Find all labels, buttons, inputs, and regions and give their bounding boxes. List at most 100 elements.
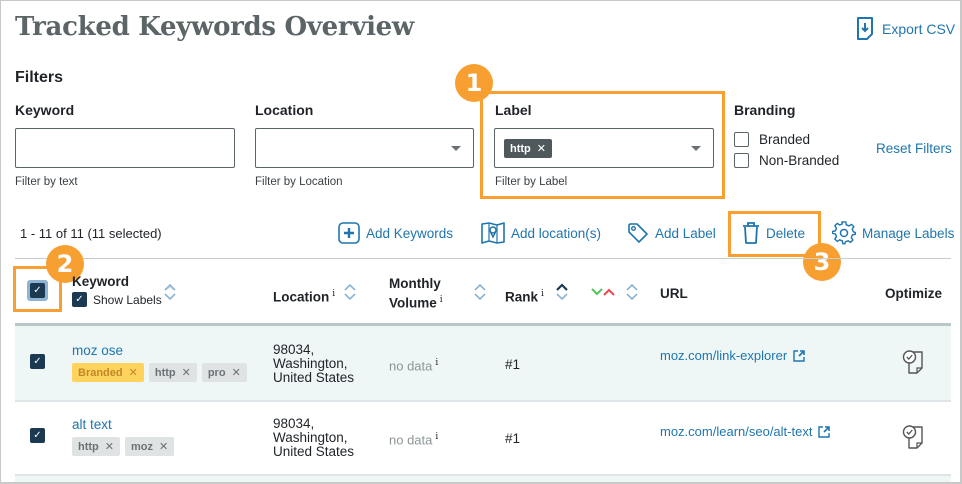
export-file-icon (857, 17, 873, 40)
branding-heading: Branding (734, 102, 796, 118)
tag-chip: http✕ (148, 363, 197, 382)
location-filter-select[interactable] (255, 128, 474, 168)
keyword-link[interactable]: alt text (72, 417, 112, 432)
page-title: Tracked Keywords Overview (15, 12, 414, 42)
info-icon[interactable]: i (435, 358, 439, 368)
export-csv-button[interactable]: Export CSV (856, 17, 955, 41)
annotation-badge-1: 1 (455, 64, 493, 102)
info-icon[interactable]: i (332, 289, 336, 299)
non-branded-checkbox[interactable] (734, 153, 749, 168)
selection-count: 1 - 11 of 11 (11 selected) (20, 226, 162, 241)
add-label-label: Add Label (655, 225, 716, 241)
remove-tag-icon[interactable]: ✕ (181, 367, 191, 379)
tag-chip: http✕ (72, 437, 120, 456)
external-link-icon (793, 349, 805, 362)
label-filter-chip: http ✕ (504, 139, 552, 158)
url-link[interactable]: moz.com/link-explorer (660, 348, 805, 363)
sort-icon[interactable] (626, 282, 638, 302)
remove-tag-icon[interactable]: ✕ (158, 441, 169, 453)
column-header-url: URL (660, 286, 688, 301)
rank-cell: #1 (505, 357, 521, 372)
optimize-icon[interactable] (902, 349, 924, 375)
location-filter-label: Location (255, 102, 314, 118)
column-header-optimize: Optimize (885, 286, 943, 301)
keyword-filter-help: Filter by text (15, 176, 78, 188)
add-label-button[interactable]: Add Label (627, 220, 716, 246)
tag-icon (628, 223, 648, 243)
non-branded-checkbox-row[interactable]: Non-Branded (734, 153, 839, 168)
branded-checkbox-row[interactable]: Branded (734, 132, 810, 147)
add-keywords-button[interactable]: Add Keywords (338, 220, 453, 246)
row-divider (15, 474, 951, 476)
info-icon[interactable]: i (439, 295, 443, 305)
rank-cell: #1 (505, 431, 521, 446)
annotation-highlight-1 (480, 91, 725, 199)
keyword-filter-label: Keyword (15, 102, 75, 118)
row-checkbox[interactable]: ✓ (30, 354, 45, 369)
show-labels-checkbox[interactable]: ✓ (72, 292, 87, 307)
info-icon[interactable]: i (541, 289, 544, 299)
reset-filters-link[interactable]: Reset Filters (876, 141, 952, 156)
keyword-filter-input[interactable] (15, 128, 235, 168)
external-link-icon (818, 425, 831, 438)
tag-chip: Branded✕ (72, 363, 144, 382)
url-link[interactable]: moz.com/learn/seo/alt-text (660, 424, 831, 439)
info-icon[interactable]: i (435, 432, 439, 442)
annotation-highlight-2 (13, 266, 62, 312)
location-filter-help: Filter by Location (255, 176, 343, 188)
sort-icon[interactable] (474, 282, 486, 302)
keyword-link[interactable]: moz ose (72, 343, 124, 358)
gear-icon (832, 221, 856, 245)
sort-icon[interactable] (344, 282, 356, 302)
filters-heading: Filters (15, 69, 64, 86)
remove-tag-icon[interactable]: ✕ (231, 367, 241, 379)
annotation-badge-2: 2 (46, 245, 84, 283)
sort-ascending-icon[interactable] (556, 282, 568, 302)
rank-change-icon (591, 288, 615, 296)
annotation-highlight-3 (728, 211, 821, 257)
keyword-tags: http✕ moz✕ (72, 437, 179, 456)
manage-labels-button[interactable]: Manage Labels (832, 220, 954, 246)
remove-tag-icon[interactable]: ✕ (104, 441, 114, 453)
row-checkbox[interactable]: ✓ (30, 428, 45, 443)
check-icon: ✓ (30, 283, 45, 298)
show-labels-toggle[interactable]: ✓ Show Labels (72, 292, 162, 307)
label-filter-select[interactable]: http ✕ (494, 128, 714, 168)
column-header-keyword[interactable]: Keyword (72, 274, 130, 289)
row-divider (15, 400, 951, 402)
sort-icon[interactable] (164, 282, 176, 302)
select-all-checkbox[interactable]: ✓ (27, 280, 48, 301)
non-branded-label: Non-Branded (759, 153, 840, 168)
chevron-down-icon (451, 146, 461, 151)
tag-chip: pro✕ (201, 363, 247, 382)
branded-label: Branded (759, 132, 811, 147)
optimize-icon[interactable] (902, 424, 924, 450)
remove-chip-icon[interactable]: ✕ (536, 143, 546, 155)
divider (15, 258, 951, 259)
label-filter-chip-text: http (510, 142, 531, 155)
branded-checkbox[interactable] (734, 132, 749, 147)
keyword-tags: Branded✕ http✕ pro✕ (72, 363, 252, 382)
export-csv-label: Export CSV (882, 21, 956, 37)
location-cell: 98034, Washington, United States (273, 342, 355, 385)
show-labels-label: Show Labels (93, 292, 162, 307)
plus-square-icon (338, 222, 360, 244)
chevron-down-icon (691, 146, 701, 151)
delete-label: Delete (766, 225, 806, 241)
trash-icon (743, 222, 759, 244)
add-locations-button[interactable]: Add location(s) (481, 220, 601, 246)
delete-button[interactable]: Delete (742, 220, 805, 246)
manage-labels-label: Manage Labels (862, 225, 955, 241)
header-divider (15, 323, 951, 326)
tag-chip: moz✕ (124, 437, 175, 456)
add-locations-label: Add location(s) (511, 225, 602, 241)
remove-tag-icon[interactable]: ✕ (128, 367, 138, 379)
location-cell: 98034, Washington, United States (273, 416, 355, 459)
map-pin-icon (481, 222, 505, 244)
